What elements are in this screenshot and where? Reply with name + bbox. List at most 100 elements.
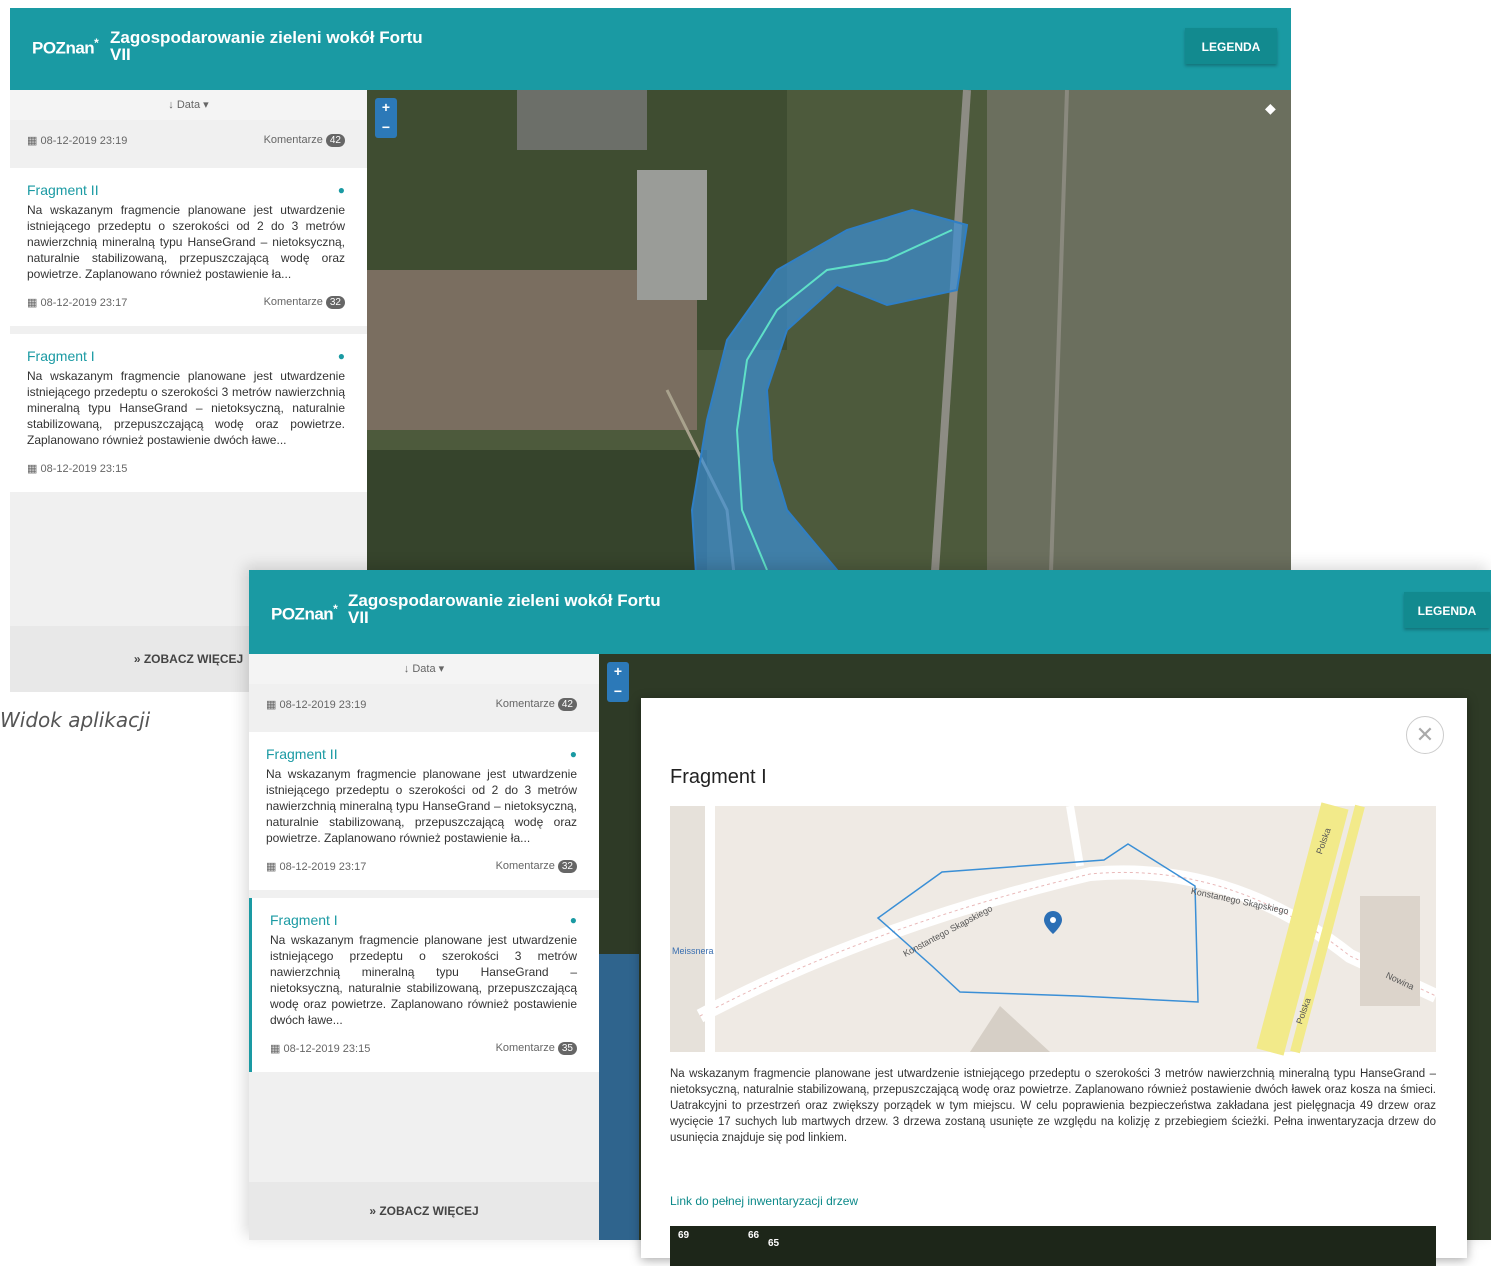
- item-text: Na wskazanym fragmencie planowane jest u…: [27, 203, 345, 281]
- item-text: Na wskazanym fragmencie planowane jest u…: [270, 933, 577, 1027]
- logo-text: POZnan: [32, 38, 95, 58]
- item-text: Na wskazanym fragmencie planowane jest u…: [266, 767, 577, 845]
- modal-description: Na wskazanym fragmencie planowane jest u…: [670, 1068, 1436, 1144]
- parcel-number: 65: [768, 1238, 780, 1249]
- map-pin-icon[interactable]: ●: [569, 913, 577, 927]
- sort-control[interactable]: ↓ Data ▾: [249, 654, 599, 684]
- logo-mark: *: [333, 602, 338, 616]
- logo-mark: *: [94, 36, 99, 50]
- layers-icon[interactable]: ◆: [1265, 100, 1276, 116]
- comments-label: Komentarze: [263, 295, 323, 308]
- zoom-control: +−: [607, 662, 629, 702]
- satellite-preview[interactable]: 69 66 65: [670, 1226, 1436, 1266]
- chevrons-down-icon: »: [369, 1204, 376, 1218]
- date: 08-12-2019 23:17: [279, 860, 367, 873]
- list-item[interactable]: Fragment II ● Na wskazanym fragmencie pla…: [249, 732, 599, 890]
- date-row: ▦ 08-12-2019 23:15: [270, 1042, 370, 1055]
- calendar-icon: ▦: [270, 1042, 281, 1055]
- street-label: Meissnera: [672, 946, 714, 956]
- top-bar: POZnan* Zagospodarowanie zieleni wokół F…: [10, 8, 1291, 90]
- date: 08-12-2019 23:17: [40, 296, 128, 309]
- poznan-logo[interactable]: POZnan*: [271, 602, 338, 625]
- comments-badge: 35: [557, 1041, 577, 1055]
- calendar-icon: ▦: [27, 134, 38, 147]
- poznan-logo[interactable]: POZnan*: [32, 36, 99, 59]
- zoom-in-button[interactable]: +: [613, 663, 623, 679]
- comments-label: Komentarze: [263, 133, 323, 146]
- calendar-icon: ▦: [266, 860, 277, 873]
- item-title[interactable]: Fragment I: [27, 348, 95, 364]
- date-row: ▦ 08-12-2019 23:17: [27, 296, 127, 309]
- calendar-icon: ▦: [27, 296, 38, 309]
- app-title: Zagospodarowanie zieleni wokół Fortu VII: [348, 591, 661, 627]
- date-row: ▦ 08-12-2019 23:19: [266, 698, 366, 711]
- comments-badge: 42: [557, 697, 577, 711]
- show-more-label: ZOBACZ WIĘCEJ: [143, 652, 244, 666]
- caret-down-icon: ▾: [438, 663, 445, 675]
- arrow-down-icon: ↓: [168, 99, 174, 111]
- item-text: Na wskazanym fragmencie planowane jest u…: [27, 369, 345, 447]
- logo-text: POZnan: [271, 604, 334, 624]
- comments-label: Komentarze: [495, 1041, 555, 1054]
- calendar-icon: ▦: [266, 698, 277, 711]
- sort-label: Data: [412, 663, 436, 675]
- inventory-link[interactable]: Link do pełnej inwentaryzacji drzew: [670, 1194, 859, 1208]
- date: 08-12-2019 23:15: [40, 462, 128, 475]
- item-title[interactable]: Fragment II: [27, 182, 99, 198]
- comments-badge: 32: [557, 859, 577, 873]
- parcel-number: 69: [678, 1230, 690, 1241]
- list-item[interactable]: Fragment II ● Na wskazanym fragmencie pla…: [10, 168, 367, 326]
- comments-badge: 42: [325, 133, 345, 147]
- legend-button[interactable]: LEGENDA: [1185, 28, 1277, 64]
- map-pin-icon[interactable]: ●: [569, 747, 577, 761]
- sort-label: Data: [176, 99, 201, 111]
- item-title[interactable]: Fragment I: [270, 912, 338, 928]
- item-title[interactable]: Fragment II: [266, 746, 338, 762]
- zoom-out-button[interactable]: −: [381, 119, 391, 135]
- sort-control[interactable]: ↓ Data ▾: [10, 90, 367, 120]
- close-icon[interactable]: ✕: [1406, 716, 1444, 754]
- list-item[interactable]: Fragment I ● Na wskazanym fragmencie plan…: [10, 334, 367, 492]
- comments-badge: 32: [325, 295, 345, 309]
- date-row: ▦ 08-12-2019 23:19: [27, 134, 127, 147]
- street-map[interactable]: Konstantego Skąpskiego Konstantego Skąps…: [670, 802, 1439, 1056]
- top-bar: POZnan* Zagospodarowanie zieleni wokół F…: [249, 570, 1491, 654]
- date: 08-12-2019 23:15: [283, 1042, 371, 1055]
- caret-down-icon: ▾: [203, 99, 209, 111]
- zoom-control: +−: [375, 98, 397, 138]
- app-title: Zagospodarowanie zieleni wokół Fortu VII: [110, 28, 423, 64]
- comments-label: Komentarze: [495, 697, 555, 710]
- date-row: ▦ 08-12-2019 23:17: [266, 860, 366, 873]
- fragment-details-modal: ✕ Fragment I Konstantego Skąpskiego Kons…: [641, 698, 1467, 1266]
- figure-caption: Widok aplikacji: [0, 708, 151, 732]
- parcel-number: 66: [748, 1230, 760, 1241]
- map-pin-icon[interactable]: ●: [337, 183, 345, 197]
- app-window-front: POZnan* Zagospodarowanie zieleni wokół F…: [249, 570, 1491, 1266]
- street-map-image: [670, 802, 1439, 1056]
- item-meta: ▦ 08-12-2019 23:15: [27, 448, 345, 488]
- show-more-label: ZOBACZ WIĘCEJ: [379, 1204, 479, 1218]
- calendar-icon: ▦: [27, 462, 38, 475]
- list-item-selected[interactable]: Fragment I ● Na wskazanym fragmencie plan…: [249, 898, 599, 1072]
- map-pin-icon[interactable]: ●: [337, 349, 345, 363]
- date: 08-12-2019 23:19: [40, 134, 128, 147]
- comments-label: Komentarze: [495, 859, 555, 872]
- legend-button[interactable]: LEGENDA: [1404, 592, 1490, 628]
- arrow-down-icon: ↓: [403, 663, 410, 675]
- zoom-out-button[interactable]: −: [613, 683, 623, 699]
- chevrons-down-icon: »: [133, 652, 141, 666]
- zoom-in-button[interactable]: +: [381, 99, 391, 115]
- show-more-button[interactable]: » ZOBACZ WIĘCEJ: [249, 1182, 599, 1240]
